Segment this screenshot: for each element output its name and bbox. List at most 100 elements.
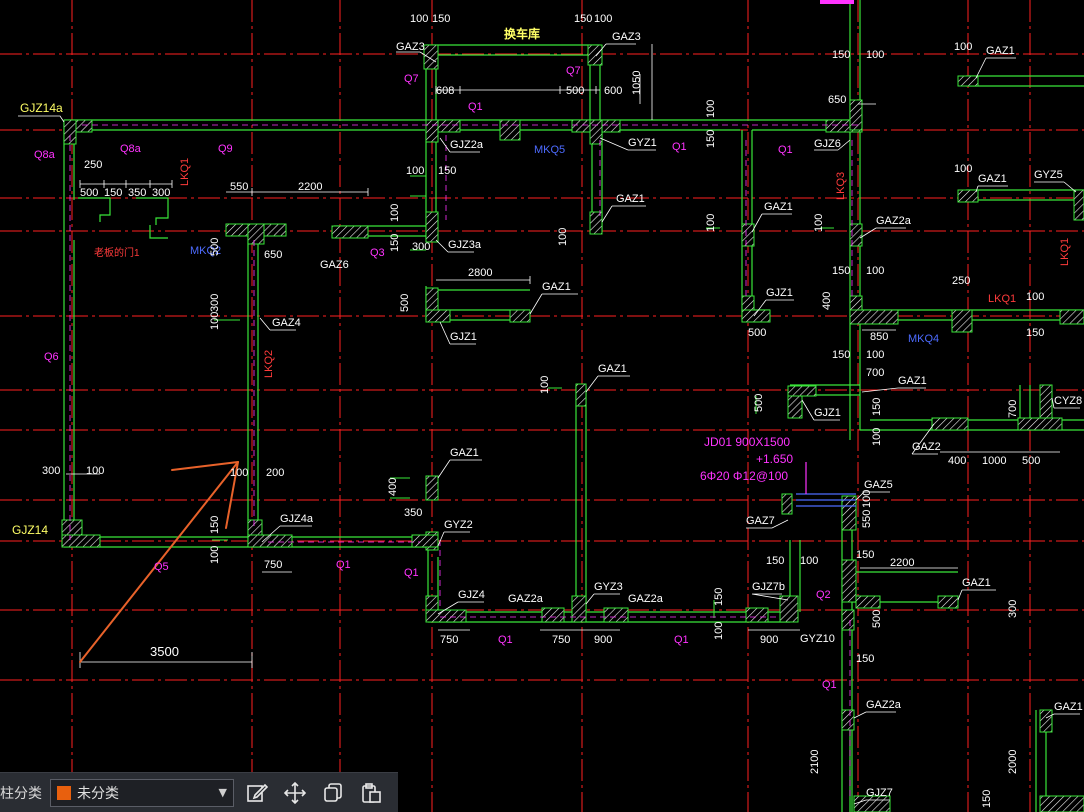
tag: 350 <box>128 187 146 199</box>
column <box>63 119 77 145</box>
tag: 850 <box>870 331 888 343</box>
tag: GAZ1 <box>450 447 479 459</box>
tag: Q6 <box>44 351 59 363</box>
lk-tag: LKQ1 <box>988 293 1016 305</box>
move-button[interactable] <box>280 778 310 808</box>
tag-leaders <box>18 43 1080 805</box>
tag: GAZ1 <box>986 45 1015 57</box>
tag: Q1 <box>672 141 687 153</box>
column <box>779 595 799 623</box>
tag: 100 <box>713 622 725 640</box>
color-swatch <box>57 785 71 800</box>
tag: 750 <box>264 559 282 571</box>
tag: 150 <box>832 49 850 61</box>
tag: 100 <box>954 163 972 175</box>
tag: 500 <box>753 394 765 412</box>
tag: GAZ1 <box>598 363 627 375</box>
column <box>425 309 451 323</box>
tag: 500 <box>1022 455 1040 467</box>
tag: 900 <box>760 634 778 646</box>
tag: GJZ1 <box>814 407 841 419</box>
gjz-tag: GJZ14a <box>20 101 63 115</box>
tag: Q8a <box>34 149 56 161</box>
tag: GAZ5 <box>864 479 893 491</box>
tag: 100 <box>705 100 717 118</box>
tag: 100 <box>594 13 612 25</box>
tag: 500 <box>209 238 221 256</box>
tag: GAZ2a <box>866 699 902 711</box>
tag: 500 <box>399 294 411 312</box>
column <box>571 595 587 623</box>
tag: 100 <box>389 204 401 222</box>
tag: 900 <box>594 634 612 646</box>
tag: GYZ3 <box>594 581 623 593</box>
tag: 150 <box>981 790 993 808</box>
edit-button[interactable] <box>242 778 272 808</box>
tag: 100 <box>209 312 221 330</box>
column <box>247 534 293 548</box>
tag: 150 <box>438 165 456 177</box>
tag: GAZ2a <box>628 593 664 605</box>
tag: GJZ1 <box>766 287 793 299</box>
tag: 100 <box>209 546 221 564</box>
column <box>425 609 467 623</box>
edit-icon <box>247 783 268 802</box>
tag: Q1 <box>674 634 689 646</box>
tag: Q1 <box>498 634 513 646</box>
tag: Q1 <box>404 567 419 579</box>
column <box>841 559 857 603</box>
column <box>745 607 769 623</box>
tag: GAZ7 <box>746 515 775 527</box>
tag: 100 <box>1026 291 1044 303</box>
tag: 608 <box>436 85 454 97</box>
tag: GYZ5 <box>1034 169 1063 181</box>
tag: 2200 <box>298 181 322 193</box>
tag: GJZ2a <box>450 139 484 151</box>
tag: 2100 <box>809 750 821 774</box>
tag: 100 <box>866 349 884 361</box>
column <box>841 709 855 731</box>
tag: 150 <box>713 588 725 606</box>
tag: GAZ2a <box>508 593 544 605</box>
tag: Q8a <box>120 143 142 155</box>
annotation-arrow <box>79 461 239 663</box>
copy-button[interactable] <box>318 778 348 808</box>
tag: 550 <box>861 510 873 528</box>
tag: 400 <box>387 478 399 496</box>
tag: GAZ1 <box>978 173 1007 185</box>
tag: GAZ2 <box>912 441 941 453</box>
tag: 100 <box>410 13 428 25</box>
tag: 100 <box>813 214 825 232</box>
column <box>589 211 603 235</box>
tag: 100 <box>954 41 972 53</box>
category-select-value: 未分类 <box>77 785 119 802</box>
tag: GJZ1 <box>450 331 477 343</box>
column <box>957 75 979 87</box>
dimension-3500: 3500 <box>150 644 179 659</box>
column <box>741 309 771 323</box>
tag: 700 <box>1007 400 1019 418</box>
column <box>741 223 755 247</box>
tag: 300 <box>152 187 170 199</box>
paste-button[interactable] <box>356 778 386 808</box>
caret-down-icon: ▼ <box>218 786 227 799</box>
bottom-toolbar: 柱分类 未分类 ▼ <box>0 772 398 812</box>
tag: Q7 <box>566 65 581 77</box>
tag: 100 <box>230 467 248 479</box>
column <box>841 609 855 631</box>
tag: 300 <box>42 465 60 477</box>
category-select[interactable]: 未分类 ▼ <box>50 778 234 807</box>
column <box>951 309 973 333</box>
tag: Q1 <box>778 144 793 156</box>
tag: Q2 <box>816 589 831 601</box>
lk-tag: LKQ2 <box>263 350 275 378</box>
tag: 150 <box>871 398 883 416</box>
tag: 2800 <box>468 267 492 279</box>
tag: 100 <box>800 555 818 567</box>
column <box>411 534 439 548</box>
tag: 100 <box>866 265 884 277</box>
tag: 150 <box>832 265 850 277</box>
dimension-lines <box>66 44 1060 668</box>
column <box>589 119 603 145</box>
